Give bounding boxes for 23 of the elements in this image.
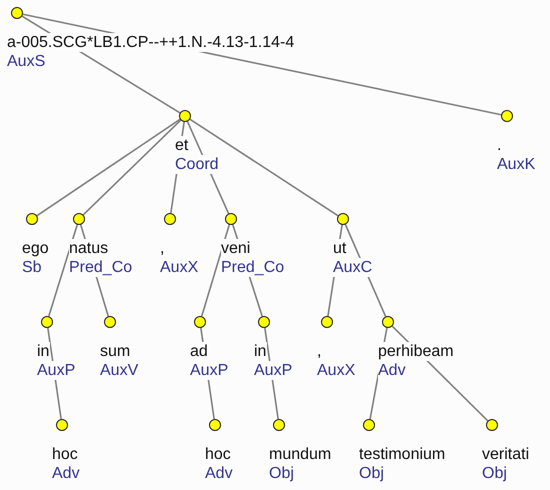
analytical-function: Obj	[359, 464, 385, 483]
dependency-line	[82, 120, 182, 216]
analytical-function: Obj	[269, 464, 295, 483]
word-form: natus	[69, 239, 110, 258]
word-form: a-005.SCG*LB1.CP--++1.N.-4.13-1.14-4	[7, 33, 296, 52]
analytical-function: Pred_Co	[221, 258, 286, 277]
word-form: ad	[190, 342, 209, 361]
analytical-function: AuxC	[333, 258, 374, 277]
analytical-function: AuxP	[190, 361, 230, 380]
word-form: ut	[333, 239, 348, 258]
analytical-function: Pred_Co	[69, 258, 134, 277]
dependency-line	[190, 118, 338, 216]
dependency-line	[48, 224, 78, 316]
word-form: et	[175, 136, 190, 155]
analytical-function: AuxP	[37, 361, 76, 380]
analytical-function: Adv	[378, 361, 407, 380]
word-form: veni	[221, 239, 252, 258]
dependency-line	[36, 118, 180, 216]
word-form: perhibeam	[378, 342, 455, 361]
dependency-line	[200, 224, 230, 316]
analytical-function: Obj	[482, 464, 508, 483]
analytical-function: AuxP	[254, 361, 294, 380]
analytical-function: Coord	[175, 155, 220, 174]
